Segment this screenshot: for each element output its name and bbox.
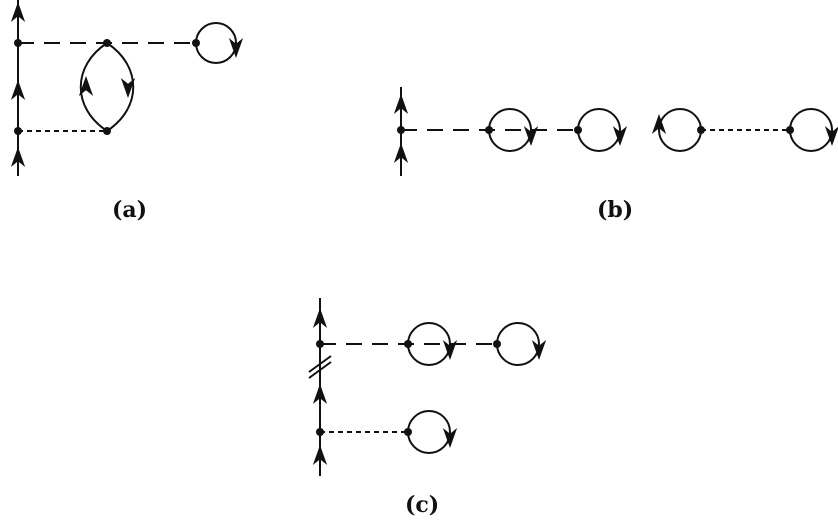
- panel-c-loop-3: [407, 410, 451, 454]
- panel-a-tadpole-loop: [195, 22, 237, 64]
- panel-c-loop-2: [496, 322, 540, 366]
- panel-b-vertex: [697, 126, 705, 134]
- panel-c-vertex: [316, 340, 324, 348]
- panel-a-vertex: [192, 39, 200, 47]
- panel-a-vertex: [103, 127, 111, 135]
- panel-b-loop-2: [577, 108, 621, 152]
- panel-b-vertex: [485, 126, 493, 134]
- panel-b-caption: (b): [597, 197, 634, 223]
- panel-a-caption: (a): [112, 197, 148, 223]
- panel-b-vertex: [397, 126, 405, 134]
- panel-c-cut-mark: [308, 355, 332, 373]
- panel-c-vertex: [316, 428, 324, 436]
- panel-c-vertex: [404, 428, 412, 436]
- panel-a-bubble-left: [79, 42, 108, 132]
- panel-a-vertex: [14, 39, 22, 47]
- panel-a-diagram: [12, 0, 242, 176]
- panel-c-caption: (c): [405, 492, 440, 518]
- panel-c-diagram: [308, 298, 545, 476]
- panel-b-vertex: [574, 126, 582, 134]
- panel-b-diagram: [395, 87, 838, 176]
- panel-a-vertex: [103, 39, 111, 47]
- panel-a-bubble-arrow-down: [122, 80, 134, 96]
- panel-c-cut-mark: [308, 361, 332, 379]
- panel-a-bubble-arrow-up: [80, 78, 92, 94]
- panel-a-bubble-right: [106, 42, 135, 132]
- panel-c-vertex: [404, 340, 412, 348]
- panel-b-vertex: [786, 126, 794, 134]
- panel-a-vertex: [14, 127, 22, 135]
- panel-b-loop-3: [658, 108, 702, 152]
- panel-c-vertex: [493, 340, 501, 348]
- panel-b-loop-4: [789, 108, 833, 152]
